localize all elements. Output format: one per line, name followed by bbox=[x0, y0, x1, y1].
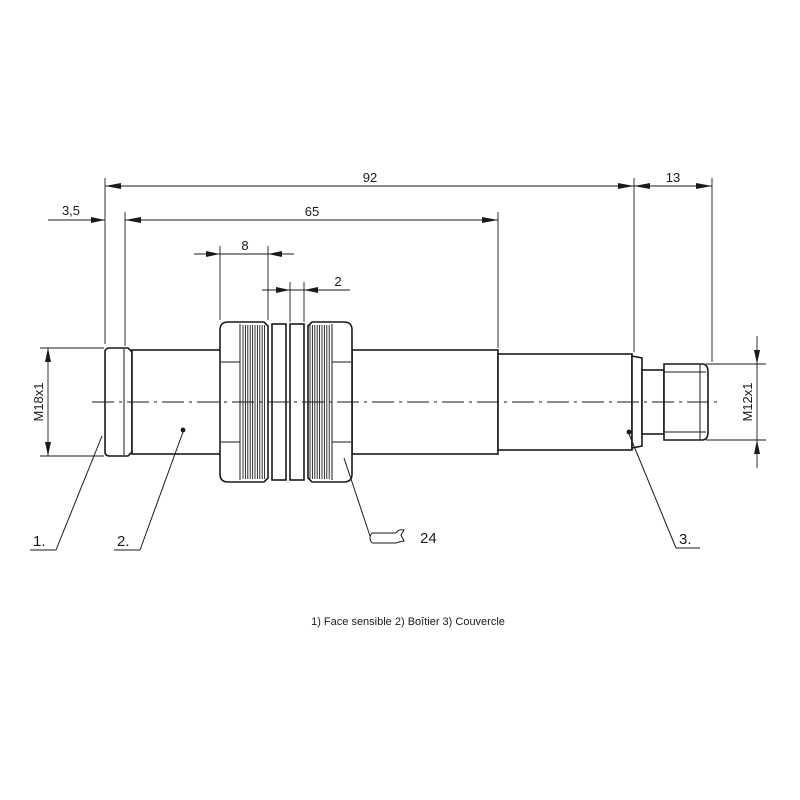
dim-2-label: 2 bbox=[334, 274, 341, 289]
wrench-size-label: 24 bbox=[420, 530, 437, 547]
dim-thread-length: 65 bbox=[305, 204, 499, 348]
dim-65-label: 65 bbox=[305, 204, 319, 219]
dim-3-5-label: 3,5 bbox=[62, 203, 80, 218]
dim-overall-length: 92 bbox=[104, 170, 635, 352]
dim-nut-width: 8 bbox=[194, 238, 294, 320]
dim-8-label: 8 bbox=[241, 238, 248, 253]
dim-connector-length: 13 bbox=[634, 170, 713, 362]
callout-3-label: 3. bbox=[679, 531, 692, 548]
dim-lip: 3,5 bbox=[48, 203, 498, 346]
dim-m12x1-label: M12x1 bbox=[740, 382, 755, 421]
callout-2-label: 2. bbox=[117, 533, 130, 550]
callout-2: 2. bbox=[114, 427, 186, 551]
callout-3: 3. bbox=[626, 429, 700, 549]
dim-body-thread: M18x1 bbox=[31, 347, 104, 457]
dim-92-label: 92 bbox=[363, 170, 377, 185]
callout-1-label: 1. bbox=[33, 533, 46, 550]
wrench-icon bbox=[369, 529, 405, 544]
dim-washer-width: 2 bbox=[262, 274, 350, 322]
dim-connector-thread: M12x1 bbox=[706, 336, 766, 468]
caption: 1) Face sensible 2) Boîtier 3) Couvercle bbox=[311, 616, 505, 628]
callout-1: 1. bbox=[30, 435, 103, 551]
wrench-callout: 24 bbox=[343, 457, 437, 547]
dim-m18x1-label: M18x1 bbox=[31, 382, 46, 421]
dim-13-label: 13 bbox=[666, 170, 680, 185]
